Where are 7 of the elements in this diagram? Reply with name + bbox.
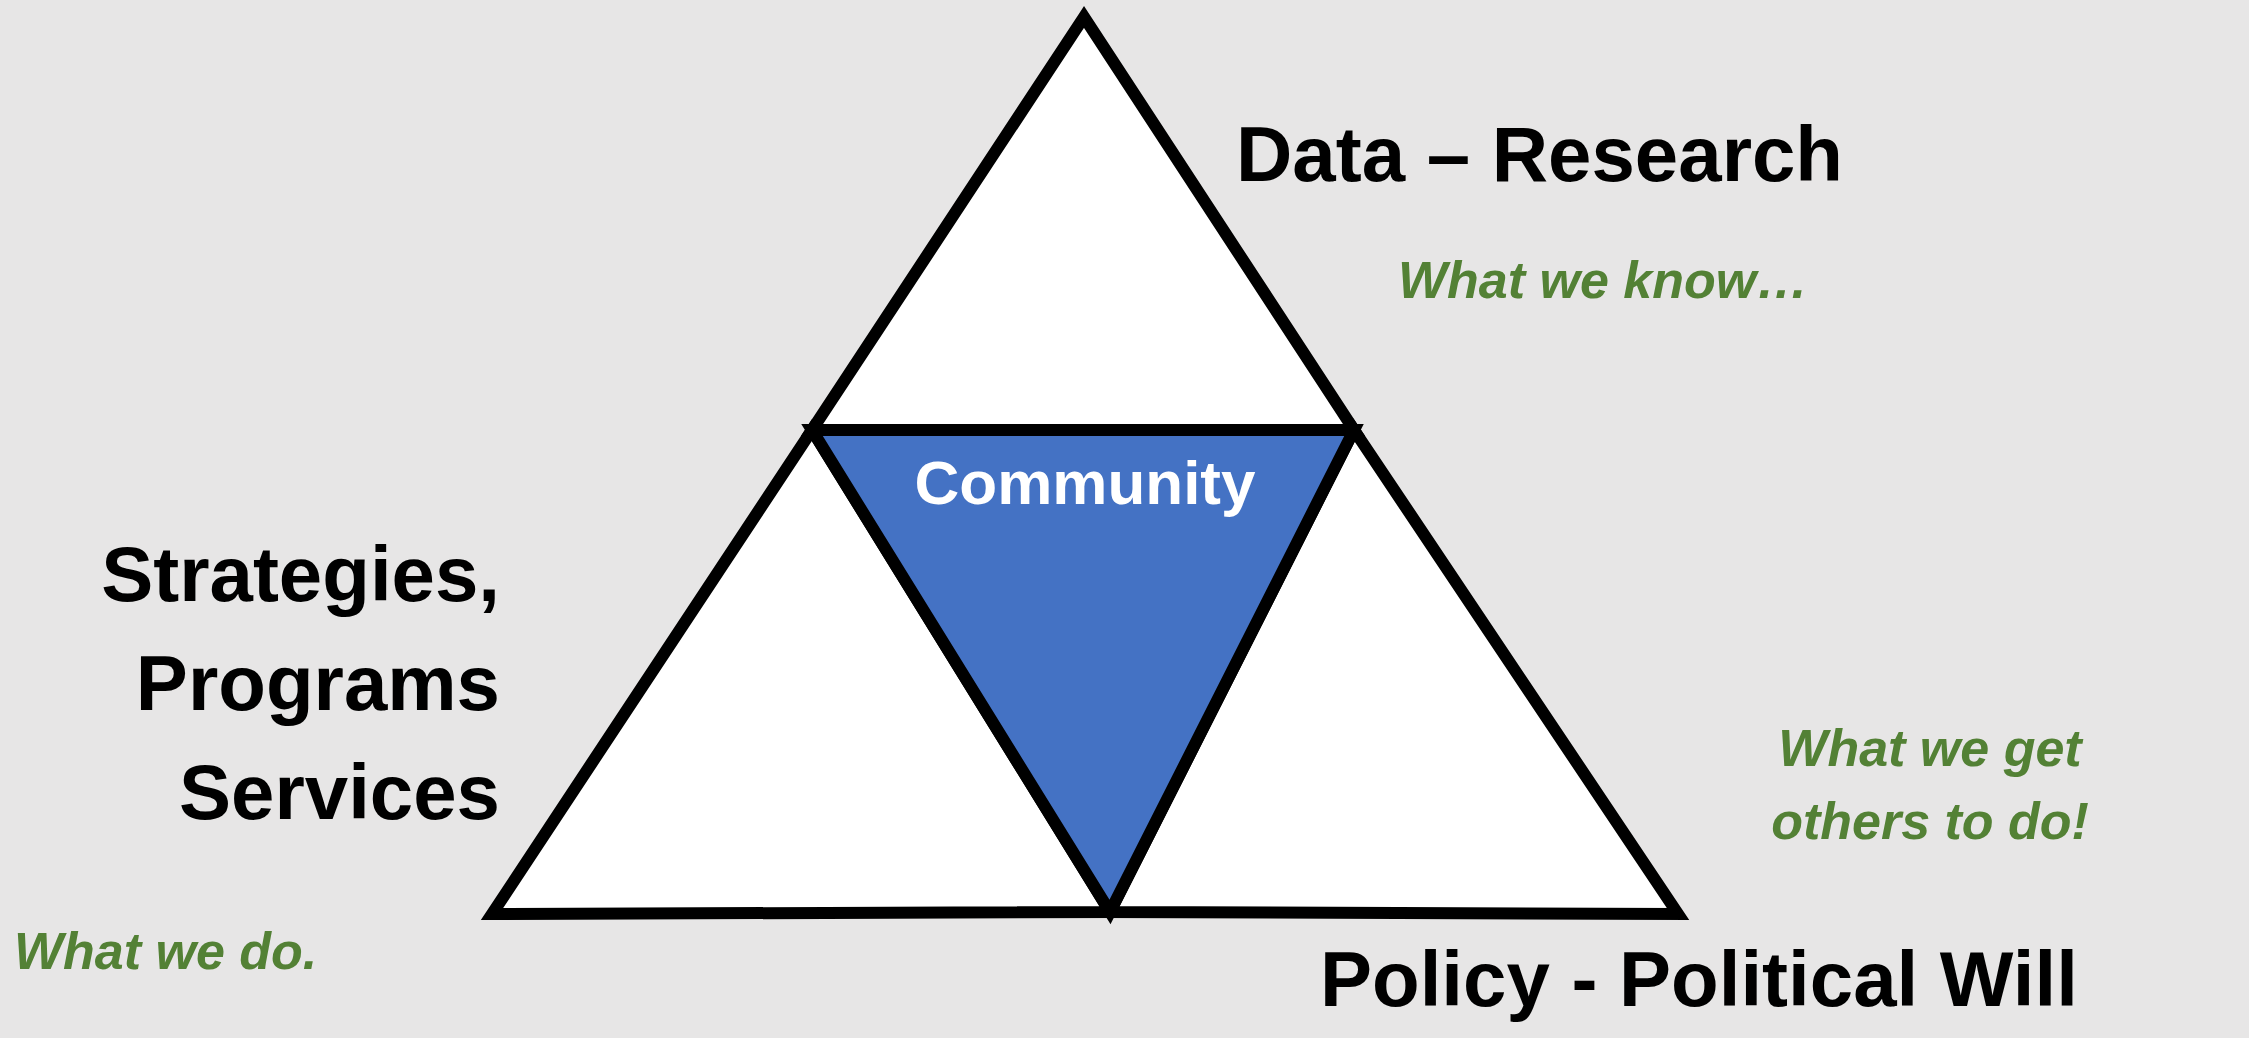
heading-text: Policy - Political Will (1320, 934, 2079, 1025)
heading-text: Strategies, Programs Services (100, 529, 500, 839)
caption-text: What we do. (14, 921, 319, 982)
heading-text: Data – Research (1236, 109, 1844, 200)
caption-text: What we know… (1398, 250, 1810, 311)
caption-text: What we get others to do! (1770, 718, 2090, 852)
heading-text: Community (913, 447, 1257, 519)
